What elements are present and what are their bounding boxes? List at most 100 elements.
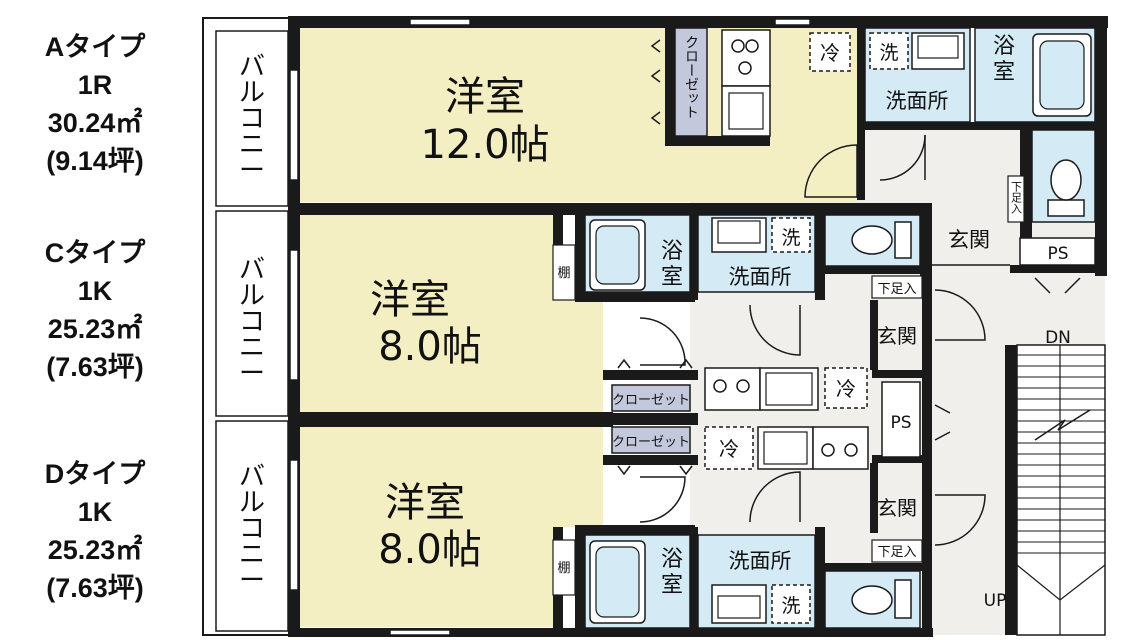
balcony-char: バ bbox=[239, 52, 265, 82]
stove-icon bbox=[812, 426, 869, 470]
stair-down-label: DN bbox=[1045, 328, 1071, 348]
fridge-space bbox=[824, 367, 868, 409]
closet-door-arrows bbox=[650, 39, 661, 125]
balcony-d bbox=[215, 420, 289, 632]
type-name: Cタイプ bbox=[44, 238, 146, 268]
washer-label: 洗 bbox=[879, 42, 898, 64]
balcony-char: ー bbox=[239, 156, 265, 186]
ps-label: PS bbox=[1047, 244, 1068, 264]
type-tsubo: (9.14坪) bbox=[46, 146, 144, 176]
toilet-icon bbox=[851, 585, 893, 615]
unit-type-labels: Aタイプ 1R 30.24㎡ (9.14坪) Cタイプ 1K 25.23㎡ (7… bbox=[0, 0, 190, 640]
type-name: Dタイプ bbox=[44, 459, 146, 489]
shoe-box-label: 下足入 bbox=[877, 545, 916, 560]
bath-label: 浴室 bbox=[661, 239, 683, 290]
washroom-label: 洗面所 bbox=[729, 549, 792, 573]
toilet-tank-icon bbox=[1047, 199, 1085, 217]
unit-a-fridge-space bbox=[809, 32, 851, 72]
washer-label: 洗 bbox=[781, 595, 800, 617]
shoe-box-label: 下足入 bbox=[877, 282, 916, 297]
unit-c-entrance-door bbox=[934, 289, 986, 341]
unit-d-door-swing bbox=[639, 476, 686, 523]
toilet-tank-icon bbox=[894, 579, 912, 619]
unit-a-room-name: 洋室 bbox=[445, 74, 525, 120]
ps-label: PS bbox=[890, 413, 911, 433]
fridge-label: 冷 bbox=[719, 437, 739, 461]
type-layout: 1K bbox=[77, 497, 113, 527]
sink-icon bbox=[759, 367, 819, 411]
pipe-space-mid bbox=[881, 381, 921, 458]
unit-c-door-swing bbox=[639, 317, 686, 366]
balcony-char: ニ bbox=[239, 540, 265, 570]
balcony-char: ル bbox=[239, 488, 265, 518]
windows bbox=[289, 18, 811, 636]
type-name: Aタイプ bbox=[44, 32, 146, 62]
wash-basin-icon bbox=[711, 584, 767, 624]
balcony-char: ニ bbox=[239, 130, 265, 160]
stove-icon bbox=[721, 29, 771, 87]
balcony-char: バ bbox=[239, 462, 265, 492]
unit-d-main-room bbox=[300, 427, 553, 627]
balcony-c bbox=[215, 210, 289, 417]
unit-a-entrance-label: 玄関 bbox=[948, 228, 990, 252]
balcony-a bbox=[215, 30, 289, 207]
shoe-box bbox=[1007, 175, 1025, 223]
washer-space bbox=[771, 584, 811, 624]
stair-up-label: UP bbox=[984, 591, 1007, 611]
bath-label: 浴室 bbox=[661, 547, 683, 598]
unit-a-main-room bbox=[300, 28, 857, 202]
closet-label: クローゼット bbox=[612, 393, 690, 408]
shoe-box-label: 下足入 bbox=[1010, 181, 1023, 214]
shoe-box bbox=[871, 275, 923, 299]
washroom-label: 洗面所 bbox=[886, 89, 949, 113]
bath-label-1: 浴室 bbox=[993, 34, 1015, 85]
fridge-label: 冷 bbox=[820, 41, 840, 65]
balconies bbox=[202, 17, 296, 636]
balcony-char: コ bbox=[239, 104, 265, 134]
sink-icon bbox=[721, 85, 771, 137]
closet-label: クローゼット bbox=[612, 435, 690, 450]
type-area: 25.23㎡ bbox=[47, 314, 143, 344]
pipe-space bbox=[1019, 237, 1096, 266]
unit-a-kitchen bbox=[721, 29, 771, 137]
type-tsubo: (7.63坪) bbox=[46, 352, 144, 382]
type-area: 30.24㎡ bbox=[47, 108, 143, 138]
balcony-d-text: バ ル コ ニ ー bbox=[239, 462, 265, 596]
toilet-icon bbox=[1050, 159, 1082, 201]
washer-space bbox=[771, 217, 811, 253]
staircase bbox=[1016, 344, 1106, 636]
washroom-label: 洗面所 bbox=[729, 265, 792, 289]
stair-break-line bbox=[1034, 409, 1091, 441]
balcony-char: ル bbox=[239, 78, 265, 108]
unit-a-entry-floor bbox=[865, 130, 1025, 205]
balcony-char: コ bbox=[239, 514, 265, 544]
unit-d-entrance-label: 玄関 bbox=[877, 496, 917, 520]
unit-c-closet bbox=[611, 384, 691, 412]
type-a-label: Aタイプ 1R 30.24㎡ (9.14坪) bbox=[0, 28, 190, 180]
fridge-space bbox=[704, 426, 754, 470]
balcony-char: ー bbox=[239, 566, 265, 596]
unit-c-shelf bbox=[552, 244, 576, 301]
unit-d-room-size: 8.0帖 bbox=[378, 527, 482, 573]
unit-c-main-room bbox=[300, 215, 553, 412]
balcony-char: バ bbox=[239, 255, 265, 285]
unit-a-closet-label: クローゼット bbox=[683, 35, 699, 119]
balcony-char: コ bbox=[239, 307, 265, 337]
type-layout: 1K bbox=[77, 276, 113, 306]
toilet-tank-icon bbox=[894, 221, 912, 259]
unit-c-room-name: 洋室 bbox=[370, 277, 450, 323]
unit-d-shelf bbox=[552, 539, 576, 596]
wash-basin-icon bbox=[711, 217, 767, 253]
unit-d-entrance-door bbox=[934, 494, 986, 546]
balcony-c-text: バ ル コ ニ ー bbox=[239, 255, 265, 389]
toilet-icon bbox=[851, 225, 893, 255]
unit-c-entrance-label: 玄関 bbox=[877, 324, 917, 348]
stove-icon bbox=[704, 367, 761, 411]
type-c-label: Cタイプ 1K 25.23㎡ (7.63坪) bbox=[0, 234, 190, 386]
sink-icon bbox=[757, 426, 814, 470]
type-area: 25.23㎡ bbox=[47, 535, 143, 565]
unit-a-closet bbox=[674, 27, 708, 137]
washer-label: 洗 bbox=[781, 227, 800, 249]
balcony-char: ー bbox=[239, 359, 265, 389]
